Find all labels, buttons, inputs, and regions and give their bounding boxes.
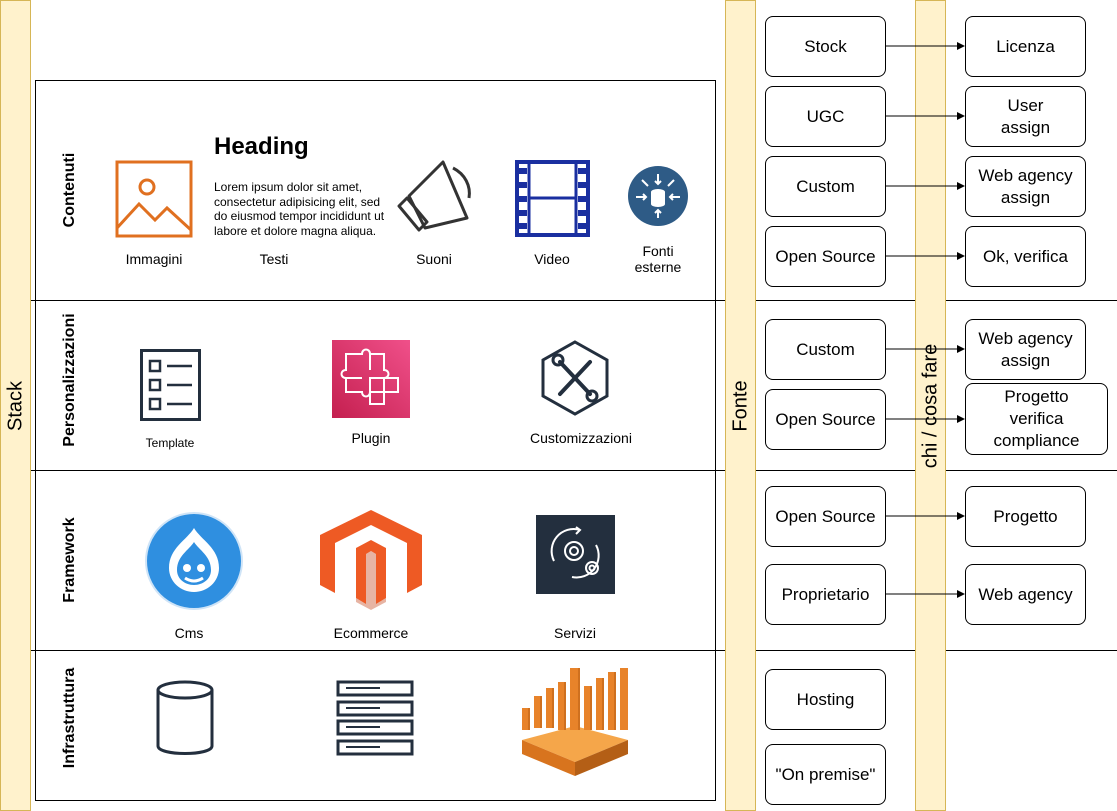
- services-icon: [536, 515, 615, 599]
- template-icon: [140, 349, 201, 426]
- customization-tools-icon: [540, 340, 610, 421]
- row-divider: [756, 650, 915, 651]
- external-sources-icon: [628, 166, 688, 231]
- caption-customizzazioni: Customizzazioni: [530, 430, 632, 446]
- caption-testi: Testi: [259, 251, 289, 267]
- row-divider: [756, 470, 915, 471]
- fonte-hosting-box: Hosting: [765, 669, 886, 730]
- fonte-custom-box: Custom: [765, 156, 886, 217]
- caption-immagini: Immagini: [125, 251, 183, 267]
- action-licenza-box: Licenza: [965, 16, 1086, 77]
- caption-template: Template: [145, 436, 195, 450]
- fonte-custom-2-box: Custom: [765, 319, 886, 380]
- fonte-open-source-3-box: Open Source: [765, 486, 886, 547]
- text-heading: Heading: [214, 133, 309, 160]
- server-rack-icon: [336, 680, 414, 761]
- action-web-agency-assign-box: Web agency assign: [965, 156, 1086, 217]
- fonte-open-source-2-box: Open Source: [765, 389, 886, 450]
- action-web-agency-box: Web agency: [965, 564, 1086, 625]
- caption-plugin: Plugin: [351, 430, 391, 446]
- database-icon: [155, 680, 215, 763]
- fonte-open-source-box: Open Source: [765, 226, 886, 287]
- magento-icon: [320, 510, 422, 615]
- stack-bar: Stack: [0, 0, 31, 811]
- caption-cms: Cms: [174, 625, 204, 641]
- plugin-icon: [332, 340, 410, 423]
- row-divider: [946, 470, 1117, 471]
- action-progetto-box: Progetto: [965, 486, 1086, 547]
- caption-fonti-esterne: Fonti esterne: [634, 243, 682, 275]
- fonte-ugc-box: UGC: [765, 86, 886, 147]
- fonte-bar: Fonte: [725, 0, 756, 811]
- action-web-agency-assign-2-box: Web agency assign: [965, 319, 1086, 380]
- caption-video: Video: [534, 251, 570, 267]
- stack-frame: [35, 80, 716, 801]
- fonte-on-premise-box: "On premise": [765, 744, 886, 805]
- drupal-icon: [145, 512, 243, 615]
- row-divider: [31, 650, 725, 651]
- video-icon: [515, 160, 590, 242]
- row-divider: [756, 300, 915, 301]
- fonte-proprietario-box: Proprietario: [765, 564, 886, 625]
- row-divider: [31, 300, 725, 301]
- caption-ecommerce: Ecommerce: [333, 625, 409, 641]
- aws-analytics-icon: [520, 668, 630, 781]
- text-body: Lorem ipsum dolor sit amet, consectetur …: [214, 180, 385, 238]
- row-divider: [946, 650, 1117, 651]
- caption-servizi: Servizi: [553, 625, 597, 641]
- action-progetto-verifica-box: Progetto verifica compliance: [965, 383, 1108, 455]
- fonte-stock-box: Stock: [765, 16, 886, 77]
- action-user-assign-box: User assign: [965, 86, 1086, 147]
- caption-suoni: Suoni: [416, 251, 452, 267]
- row-divider: [946, 300, 1117, 301]
- action-ok-verifica-box: Ok, verifica: [965, 226, 1086, 287]
- speaker-icon: [395, 158, 473, 241]
- row-divider: [31, 470, 725, 471]
- image-icon: [115, 160, 193, 243]
